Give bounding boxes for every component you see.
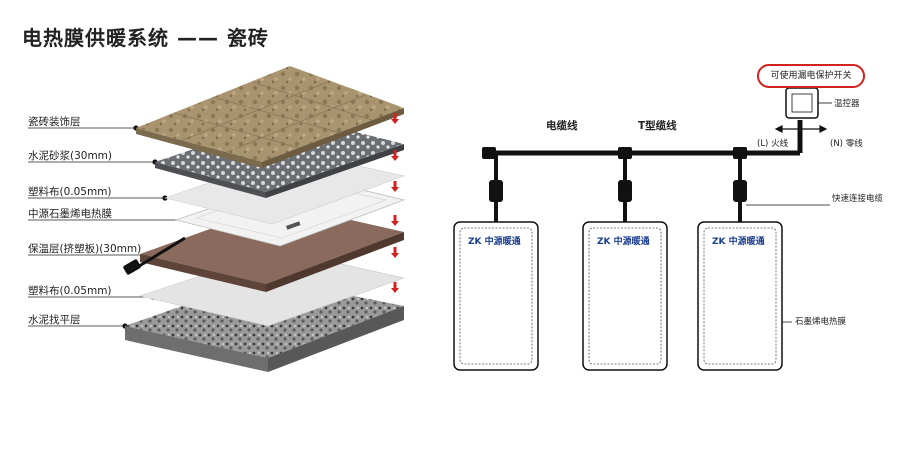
main-cable (488, 120, 803, 156)
quick-connectors (489, 180, 747, 202)
layer-label-heating-film: 中源石墨烯电热膜 (28, 208, 112, 220)
layer-label-insulation: 保温层(挤塑板)(30mm) (28, 243, 142, 255)
panel-logo-1: ZK 中源暖通 (468, 235, 521, 247)
layer-label-plastic-2: 塑料布(0.05mm) (28, 285, 112, 297)
layer-tile (136, 66, 404, 168)
film-label: 石墨烯电热膜 (795, 317, 847, 327)
heating-panel (582, 221, 668, 371)
layer-label-cement-leveling: 水泥找平层 (28, 314, 81, 326)
cable-label: 电缆线 (546, 120, 578, 132)
panel-logo-3: ZK 中源暖通 (712, 235, 765, 247)
red-arrow-icons (391, 113, 399, 293)
heating-film-cable (123, 236, 186, 275)
layer-label-mortar: 水泥砂浆(30mm) (28, 150, 113, 162)
thermostat-icon (785, 87, 819, 119)
layer-label-tile: 瓷砖装饰层 (28, 116, 81, 128)
layer-label-plastic-1: 塑料布(0.05mm) (28, 186, 112, 198)
panel-logo-2: ZK 中源暖通 (597, 235, 650, 247)
heating-panel (453, 221, 539, 371)
ln-arrows (774, 125, 828, 133)
live-wire-label: (L) 火线 (757, 139, 789, 149)
thermostat-label: 温控器 (834, 99, 860, 109)
heating-panel (697, 221, 783, 371)
protection-note: 可使用漏电保护开关 (757, 64, 865, 88)
t-cable-label: T型缆线 (638, 120, 677, 132)
quick-connect-label: 快速连接电缆 (832, 194, 884, 204)
neutral-wire-label: (N) 零线 (830, 139, 863, 149)
page-title: 电热膜供暖系统 —— 瓷砖 (22, 26, 269, 50)
